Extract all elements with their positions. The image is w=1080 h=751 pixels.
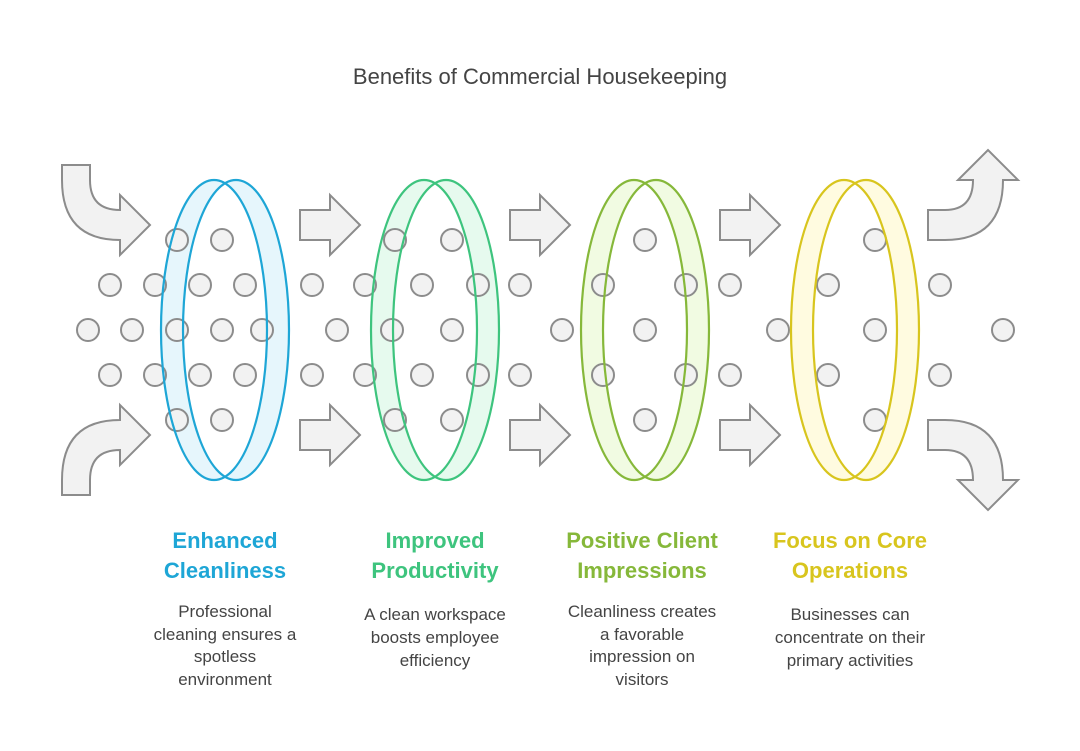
particle-dot-icon [233, 363, 257, 387]
particle-dot-icon [143, 363, 167, 387]
particle-dot-icon [863, 228, 887, 252]
stage-description-line: Businesses can [790, 605, 909, 624]
stage-label-1: Enhanced Cleanliness Professional cleani… [154, 528, 297, 689]
particle-dot-icon [718, 363, 742, 387]
particle-dot-icon [633, 228, 657, 252]
particle-dot-icon [325, 318, 349, 342]
arrows-layer [61, 148, 1021, 512]
stage-description-line: boosts employee [371, 628, 500, 647]
particle-dot-icon [766, 318, 790, 342]
particle-dot-icon [188, 363, 212, 387]
arrow-right-icon [719, 402, 782, 468]
particle-dot-icon [98, 273, 122, 297]
stage-label-4: Focus on Core Operations Businesses can … [773, 528, 927, 670]
particle-dot-icon [410, 363, 434, 387]
stage-label-2: Improved Productivity A clean workspace … [364, 528, 506, 670]
particle-dot-icon [250, 318, 274, 342]
particle-dot-icon [165, 408, 189, 432]
stage-description-line: Cleanliness creates [568, 602, 716, 621]
particle-dot-icon [633, 318, 657, 342]
particle-dot-icon [300, 273, 324, 297]
stage-description-line: efficiency [400, 651, 471, 670]
particle-dot-icon [466, 273, 490, 297]
stage-title-line: Improved [385, 528, 484, 553]
particle-dot-icon [383, 228, 407, 252]
curved-arrow-icon [927, 148, 1021, 241]
particle-dot-icon [440, 408, 464, 432]
arrow-right-icon [299, 402, 362, 468]
particle-dot-icon [233, 273, 257, 297]
particle-dot-icon [210, 318, 234, 342]
particle-dot-icon [165, 318, 189, 342]
stage-description-line: primary activities [787, 651, 914, 670]
particle-dot-icon [816, 273, 840, 297]
particle-dot-icon [353, 273, 377, 297]
arrow-right-icon [509, 402, 572, 468]
particle-dot-icon [591, 273, 615, 297]
particle-dot-icon [863, 318, 887, 342]
stage-title-line: Impressions [577, 558, 707, 583]
labels-layer: Enhanced Cleanliness Professional cleani… [154, 528, 927, 689]
stage-description-line: environment [178, 670, 272, 689]
particle-dot-icon [928, 363, 952, 387]
stage-title-line: Operations [792, 558, 908, 583]
particle-dot-icon [508, 273, 532, 297]
arrow-right-icon [509, 192, 572, 258]
particle-dot-icon [383, 408, 407, 432]
filter-ring-outline [159, 178, 291, 482]
particle-dot-icon [466, 363, 490, 387]
particle-dot-icon [353, 363, 377, 387]
stage-description-line: impression on [589, 647, 695, 666]
particle-dot-icon [98, 363, 122, 387]
arrow-right-icon [719, 192, 782, 258]
stage-title-line: Productivity [371, 558, 499, 583]
particle-dot-icon [188, 273, 212, 297]
stage-description-line: concentrate on their [775, 628, 926, 647]
particle-dot-icon [928, 273, 952, 297]
stage-title-line: Focus on Core [773, 528, 927, 553]
particle-dot-icon [508, 363, 532, 387]
stage-description-line: visitors [616, 670, 669, 689]
filter-ring-outline [579, 178, 711, 482]
stage-label-3: Positive Client Impressions Cleanliness … [566, 528, 718, 689]
particle-dot-icon [591, 363, 615, 387]
filter-ring-icon [791, 180, 919, 480]
curved-arrow-icon [61, 402, 152, 496]
particle-dot-icon [210, 408, 234, 432]
stage-description-line: Professional [178, 602, 272, 621]
particle-dot-icon [991, 318, 1015, 342]
diagram-title: Benefits of Commercial Housekeeping [353, 64, 727, 89]
filter-ring-outline [789, 178, 921, 482]
stage-description-line: spotless [194, 647, 256, 666]
particle-dot-icon [165, 228, 189, 252]
stage-description-line: a favorable [600, 625, 684, 644]
stage-title-line: Positive Client [566, 528, 718, 553]
stage-title-line: Cleanliness [164, 558, 286, 583]
stage-title-line: Enhanced [172, 528, 277, 553]
particle-dot-icon [816, 363, 840, 387]
particle-dot-icon [550, 318, 574, 342]
particle-dot-icon [633, 408, 657, 432]
particle-dot-icon [300, 363, 324, 387]
filter-ring-outline [369, 178, 501, 482]
particle-dot-icon [143, 273, 167, 297]
ring-strokes-layer [159, 178, 921, 482]
particle-dot-icon [76, 318, 100, 342]
particle-dot-icon [440, 228, 464, 252]
particles-layer [76, 228, 1015, 432]
particle-dot-icon [120, 318, 144, 342]
curved-arrow-icon [61, 164, 152, 258]
stage-description-line: A clean workspace [364, 605, 506, 624]
curved-arrow-icon [927, 419, 1021, 512]
stage-description-line: cleaning ensures a [154, 625, 297, 644]
particle-dot-icon [210, 228, 234, 252]
arrow-right-icon [299, 192, 362, 258]
particle-dot-icon [863, 408, 887, 432]
particle-dot-icon [718, 273, 742, 297]
particle-dot-icon [440, 318, 464, 342]
particle-dot-icon [410, 273, 434, 297]
